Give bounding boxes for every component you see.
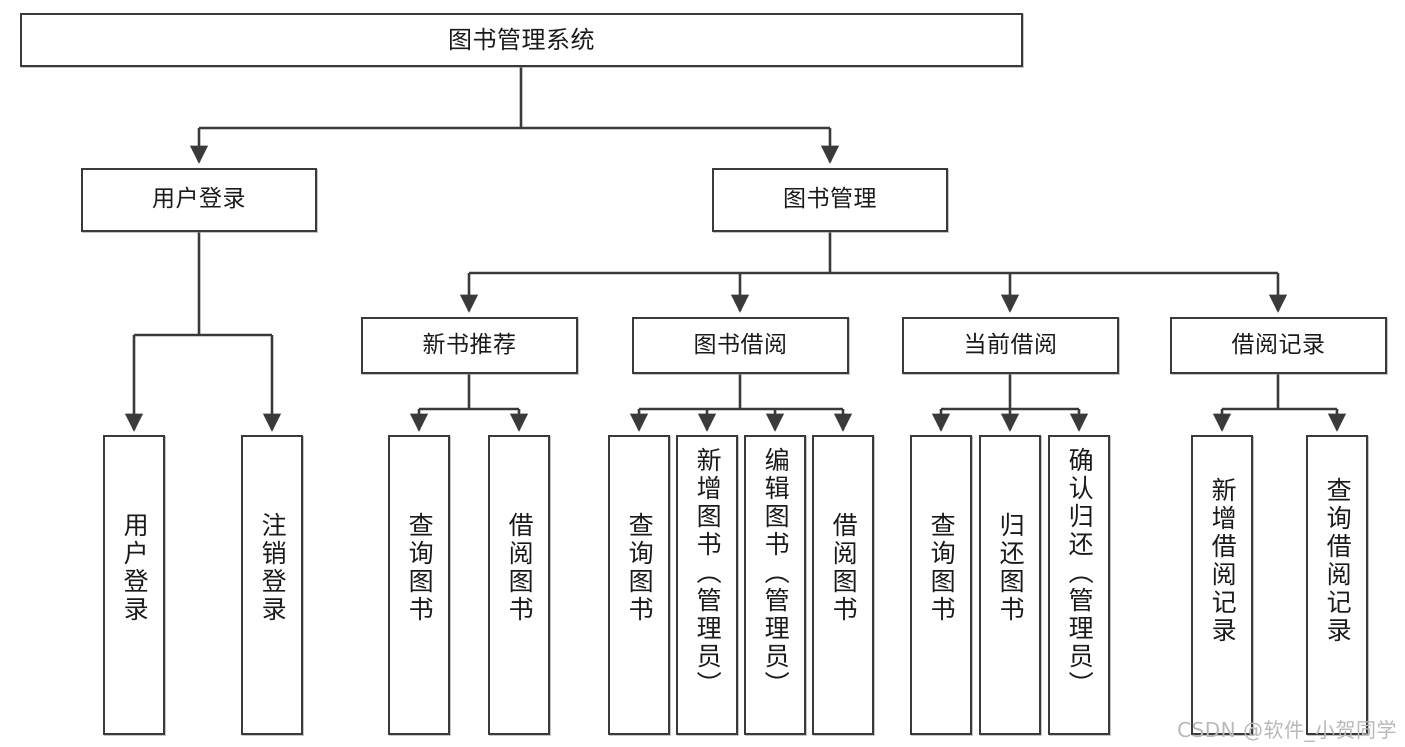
node-leaf-confirm-return-label: 确认归还（管理员） <box>1065 447 1095 699</box>
node-leaf-query-book-3-label: 查询图书 <box>927 512 957 624</box>
node-leaf-borrow-book-2[interactable]: 借阅图书 <box>812 435 874 735</box>
node-leaf-user-login[interactable]: 用户登录 <box>103 435 165 735</box>
node-book-borrow[interactable]: 图书借阅 <box>632 317 849 374</box>
node-leaf-logout-login[interactable]: 注销登录 <box>241 435 303 735</box>
node-leaf-return-book-label: 归还图书 <box>996 512 1026 624</box>
node-book-borrow-label: 图书借阅 <box>693 331 788 358</box>
node-leaf-add-record-label: 新增借阅记录 <box>1208 477 1238 645</box>
node-leaf-add-book[interactable]: 新增图书（管理员） <box>676 435 738 735</box>
node-leaf-user-login-label: 用户登录 <box>120 512 150 624</box>
node-new-book-recommend-label: 新书推荐 <box>422 331 517 358</box>
node-leaf-borrow-book-1-label: 借阅图书 <box>505 512 535 624</box>
node-leaf-add-record[interactable]: 新增借阅记录 <box>1191 435 1253 735</box>
node-leaf-query-record-label: 查询借阅记录 <box>1323 477 1353 645</box>
node-borrow-record-label: 借阅记录 <box>1231 331 1326 358</box>
node-root-label: 图书管理系统 <box>448 25 595 54</box>
node-leaf-borrow-book-1[interactable]: 借阅图书 <box>488 435 550 735</box>
node-leaf-confirm-return[interactable]: 确认归还（管理员） <box>1048 435 1110 735</box>
watermark-text: CSDN @软件_小贺同学 <box>1177 718 1397 742</box>
node-user-login-label: 用户登录 <box>152 186 246 213</box>
node-book-management-label: 图书管理 <box>783 186 877 213</box>
node-root[interactable]: 图书管理系统 <box>20 13 1023 67</box>
node-leaf-query-record[interactable]: 查询借阅记录 <box>1306 435 1368 735</box>
node-book-management[interactable]: 图书管理 <box>712 168 948 232</box>
node-leaf-edit-book-label: 编辑图书（管理员） <box>761 447 791 699</box>
node-leaf-add-book-label: 新增图书（管理员） <box>693 447 723 699</box>
node-leaf-query-book-3[interactable]: 查询图书 <box>910 435 972 735</box>
node-leaf-query-book-1-label: 查询图书 <box>405 512 435 624</box>
node-current-borrow[interactable]: 当前借阅 <box>902 317 1119 374</box>
node-leaf-borrow-book-2-label: 借阅图书 <box>829 512 859 624</box>
node-borrow-record[interactable]: 借阅记录 <box>1170 317 1387 374</box>
node-new-book-recommend[interactable]: 新书推荐 <box>361 317 578 374</box>
node-leaf-query-book-1[interactable]: 查询图书 <box>388 435 450 735</box>
node-leaf-query-book-2[interactable]: 查询图书 <box>608 435 670 735</box>
node-user-login[interactable]: 用户登录 <box>81 168 317 232</box>
node-leaf-query-book-2-label: 查询图书 <box>625 512 655 624</box>
node-leaf-logout-login-label: 注销登录 <box>258 512 288 624</box>
node-leaf-edit-book[interactable]: 编辑图书（管理员） <box>744 435 806 735</box>
node-current-borrow-label: 当前借阅 <box>963 331 1058 358</box>
node-leaf-return-book[interactable]: 归还图书 <box>979 435 1041 735</box>
